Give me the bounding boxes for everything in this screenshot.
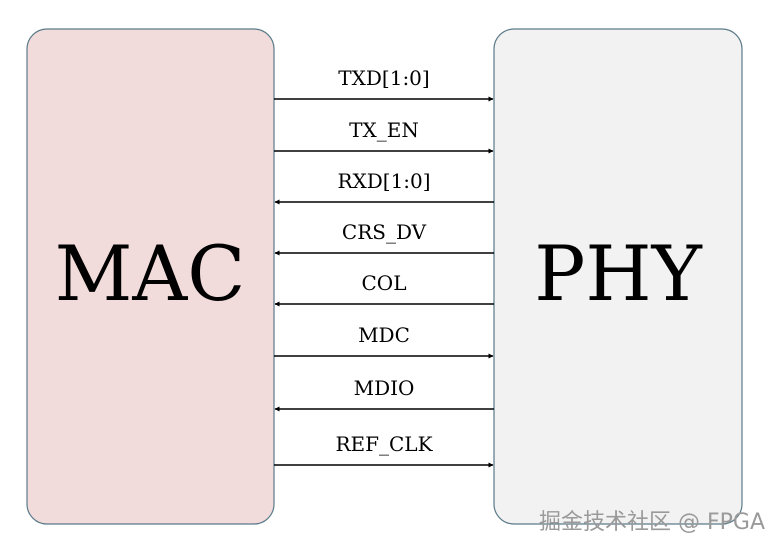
signal-label-tx-en: TX_EN — [349, 118, 419, 142]
phy-block — [493, 28, 743, 525]
phy-label: PHY — [534, 229, 702, 318]
signal-label-crs-dv: CRS_DV — [342, 220, 427, 244]
signal-label-mdio: MDIO — [354, 376, 415, 400]
mac-block — [26, 28, 275, 525]
signal-group: TXD[1:0] TX_EN RXD[1:0] CRS_DV COL MDC MDIO REF… — [274, 66, 494, 468]
signal-label-rxd-1-0: RXD[1:0] — [337, 169, 430, 193]
signal-label-txd-1-0: TXD[1:0] — [338, 66, 429, 90]
signal-label-col: COL — [362, 271, 407, 295]
signal-label-mdc: MDC — [358, 323, 410, 347]
signal-label-ref-clk: REF_CLK — [335, 432, 433, 456]
watermark: 掘金技术社区 @ FPGA — [538, 510, 765, 535]
mac-label: MAC — [55, 229, 246, 318]
